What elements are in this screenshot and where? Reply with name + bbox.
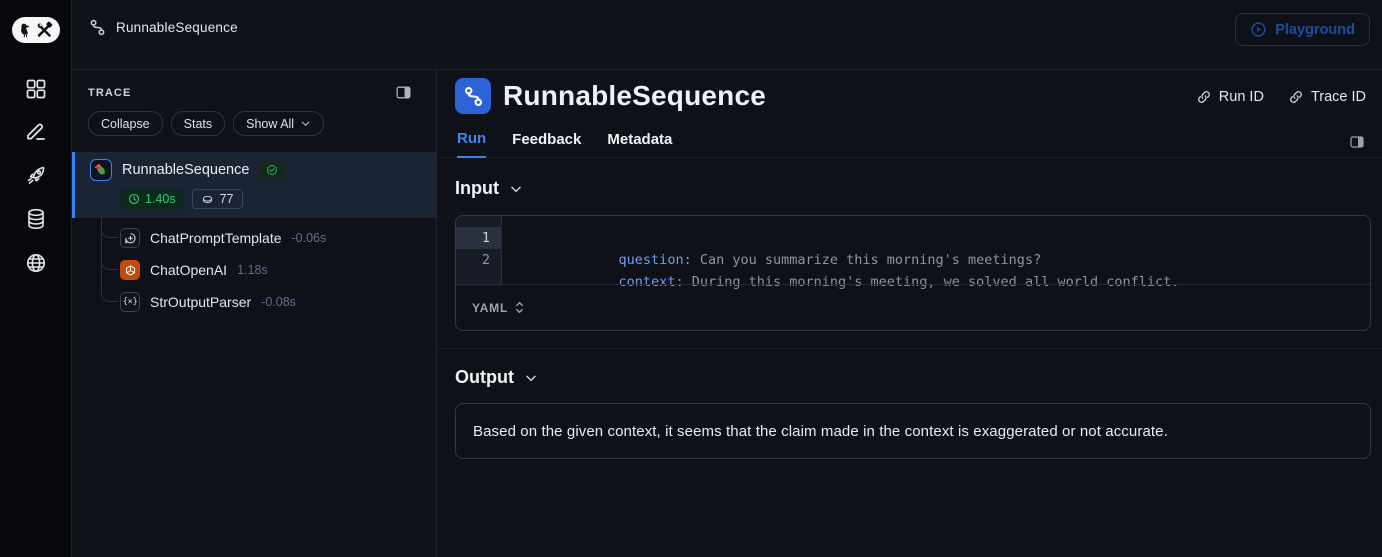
tab-metadata[interactable]: Metadata	[607, 131, 673, 148]
output-section-header[interactable]: Output	[455, 367, 538, 388]
braces-parser-icon: {×}	[120, 292, 140, 312]
tab-feedback[interactable]: Feedback	[512, 131, 582, 148]
run-detail-panel: RunnableSequence Run ID Trace ID Run Fee…	[438, 70, 1382, 557]
page-title: RunnableSequence	[503, 80, 767, 111]
langsmith-logo[interactable]	[12, 17, 60, 43]
latency-badge: 1.40s	[120, 189, 184, 209]
input-section-header[interactable]: Input	[455, 178, 523, 199]
openai-icon	[120, 260, 140, 280]
globe-icon[interactable]	[24, 251, 48, 275]
updown-select-icon	[516, 301, 524, 314]
section-divider	[438, 348, 1382, 349]
link-icon	[1290, 91, 1302, 103]
line-number-gutter: 1 2	[456, 216, 502, 286]
chat-bubble-plus-icon	[120, 228, 140, 248]
token-count-badge: 77	[191, 189, 243, 209]
tab-bar: Run Feedback Metadata	[438, 126, 1382, 158]
trace-panel-title: TRACE	[88, 87, 132, 99]
trace-toolbar: Collapse Stats Show All	[88, 111, 325, 136]
token-coin-icon	[202, 195, 212, 203]
input-code-viewer: 1 2 question: Can you summarize this mor…	[455, 215, 1371, 331]
app-header: RunnableSequence Playground	[72, 0, 1382, 70]
collapse-button[interactable]: Collapse	[88, 111, 163, 136]
panel-toggle-icon[interactable]	[1349, 134, 1365, 150]
chevron-down-icon	[511, 186, 521, 192]
chevron-down-icon	[526, 375, 536, 381]
duration-label: -0.08s	[261, 295, 296, 309]
sequence-path-icon	[90, 19, 105, 36]
play-circle-icon	[1251, 22, 1266, 37]
database-icon[interactable]	[24, 207, 48, 231]
breadcrumb[interactable]: RunnableSequence	[88, 18, 238, 37]
clock-icon	[128, 193, 140, 205]
status-success-badge	[259, 161, 286, 179]
chevron-down-icon	[301, 121, 310, 127]
line-number: 1	[456, 227, 501, 249]
duration-label: -0.06s	[291, 231, 327, 245]
output-viewer: Based on the given context, it seems tha…	[455, 403, 1371, 459]
check-circle-icon	[267, 165, 278, 175]
run-id-button[interactable]: Run ID	[1196, 89, 1264, 105]
trace-panel: TRACE Collapse Stats Show All	[72, 70, 437, 557]
selected-row-indicator	[72, 152, 75, 218]
link-icon	[1197, 91, 1210, 103]
breadcrumb-label: RunnableSequence	[116, 20, 238, 35]
trace-root-label: RunnableSequence	[122, 162, 250, 178]
output-text: Based on the given context, it seems tha…	[473, 422, 1168, 440]
trace-row-chatopenai[interactable]: ChatOpenAI 1.18s	[120, 254, 268, 286]
rocket-icon[interactable]	[24, 163, 48, 187]
run-type-icon	[455, 78, 491, 114]
stats-button[interactable]: Stats	[170, 111, 226, 136]
nav-rail	[0, 0, 72, 557]
code-area: 1 2 question: Can you summarize this mor…	[456, 216, 1370, 290]
tree-connector	[101, 218, 118, 302]
trace-id-button[interactable]: Trace ID	[1288, 89, 1366, 105]
annotate-pencil-icon[interactable]	[24, 119, 48, 143]
trace-row-stroutputparser[interactable]: {×} StrOutputParser -0.08s	[120, 286, 296, 318]
parrot-and-tools-icon	[21, 21, 53, 38]
apps-grid-icon[interactable]	[24, 77, 48, 101]
line-number: 2	[481, 252, 490, 268]
panel-collapse-icon[interactable]	[395, 84, 412, 101]
show-all-dropdown[interactable]: Show All	[233, 111, 325, 136]
code-line: context: During this morning's meeting, …	[618, 274, 1180, 290]
duration-label: 1.18s	[237, 263, 268, 277]
playground-button[interactable]: Playground	[1235, 13, 1370, 46]
code-line: question: Can you summarize this morning…	[618, 252, 1042, 268]
parrot-icon	[90, 159, 112, 181]
trace-row-runnablesequence[interactable]: RunnableSequence 1.40s	[72, 152, 437, 218]
format-selector[interactable]: YAML	[456, 284, 1370, 330]
trace-row-chatprompttemplate[interactable]: ChatPromptTemplate -0.06s	[120, 222, 326, 254]
tab-run[interactable]: Run	[457, 130, 487, 158]
